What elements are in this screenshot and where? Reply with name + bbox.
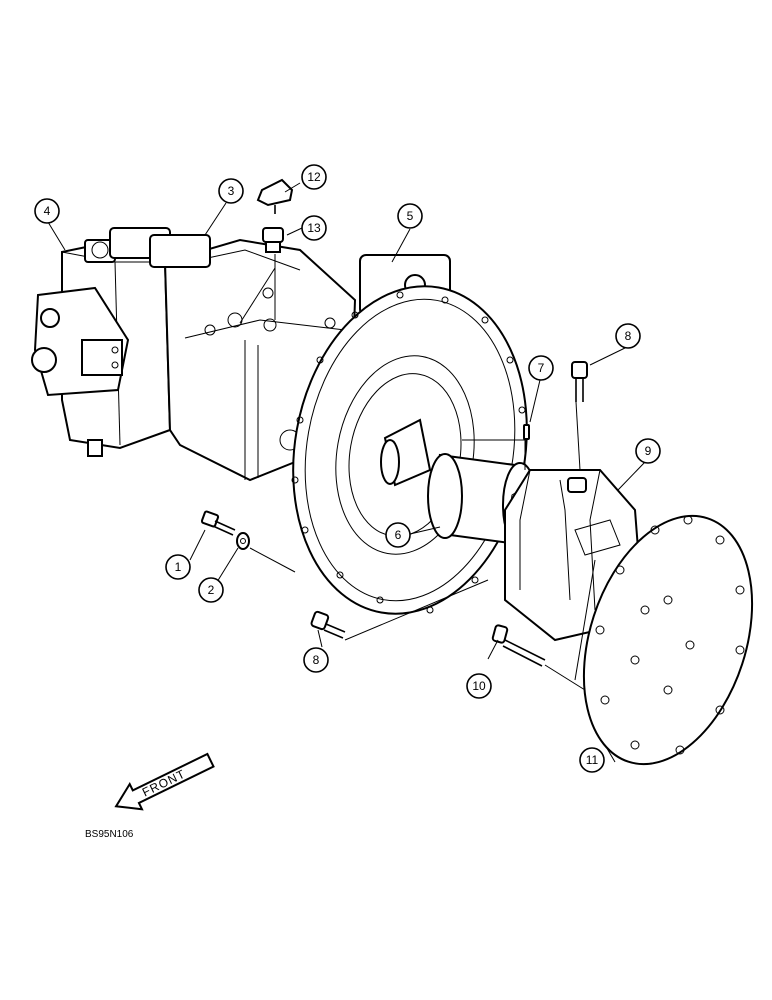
callout-3: 3 bbox=[218, 178, 244, 204]
cap-item-12 bbox=[256, 178, 294, 214]
svg-text:6: 6 bbox=[395, 528, 402, 542]
svg-text:9: 9 bbox=[645, 444, 652, 458]
callout-1: 1 bbox=[165, 554, 191, 580]
flange-plate bbox=[574, 514, 754, 766]
svg-text:12: 12 bbox=[307, 170, 321, 184]
svg-text:8: 8 bbox=[313, 653, 320, 667]
svg-text:3: 3 bbox=[228, 184, 235, 198]
callout-9: 9 bbox=[635, 438, 661, 464]
drawing-reference-code: BS95N106 bbox=[85, 829, 134, 840]
svg-text:10: 10 bbox=[472, 679, 486, 693]
svg-text:8: 8 bbox=[625, 329, 632, 343]
svg-text:4: 4 bbox=[44, 204, 51, 218]
callout-8-upper: 8 bbox=[615, 323, 641, 349]
callout-5: 5 bbox=[397, 203, 423, 229]
pump-regulator-housing bbox=[31, 238, 172, 457]
bolt-item-8-upper bbox=[571, 361, 588, 402]
bolt-item-8-lower bbox=[310, 610, 346, 639]
callout-13: 13 bbox=[301, 215, 327, 241]
callout-10: 10 bbox=[466, 673, 492, 699]
bolt-item-10 bbox=[491, 624, 546, 667]
front-direction-arrow: FRONT bbox=[114, 752, 215, 811]
callout-4: 4 bbox=[34, 198, 60, 224]
callout-11: 11 bbox=[579, 747, 605, 773]
pin-item-7 bbox=[523, 424, 530, 440]
fitting-item-13 bbox=[262, 227, 284, 253]
svg-text:11: 11 bbox=[586, 753, 599, 767]
callout-2: 2 bbox=[198, 577, 224, 603]
callout-7: 7 bbox=[528, 355, 554, 381]
callout-12: 12 bbox=[301, 164, 327, 190]
svg-text:1: 1 bbox=[175, 560, 182, 574]
svg-text:2: 2 bbox=[208, 583, 215, 597]
svg-text:7: 7 bbox=[538, 361, 545, 375]
svg-text:5: 5 bbox=[407, 209, 414, 223]
callout-8-lower: 8 bbox=[303, 647, 329, 673]
svg-text:13: 13 bbox=[307, 221, 321, 235]
callout-6: 6 bbox=[385, 522, 411, 548]
bolt-item-1 bbox=[200, 510, 236, 536]
leader-lines bbox=[47, 182, 646, 763]
washer-item-2 bbox=[236, 532, 250, 550]
